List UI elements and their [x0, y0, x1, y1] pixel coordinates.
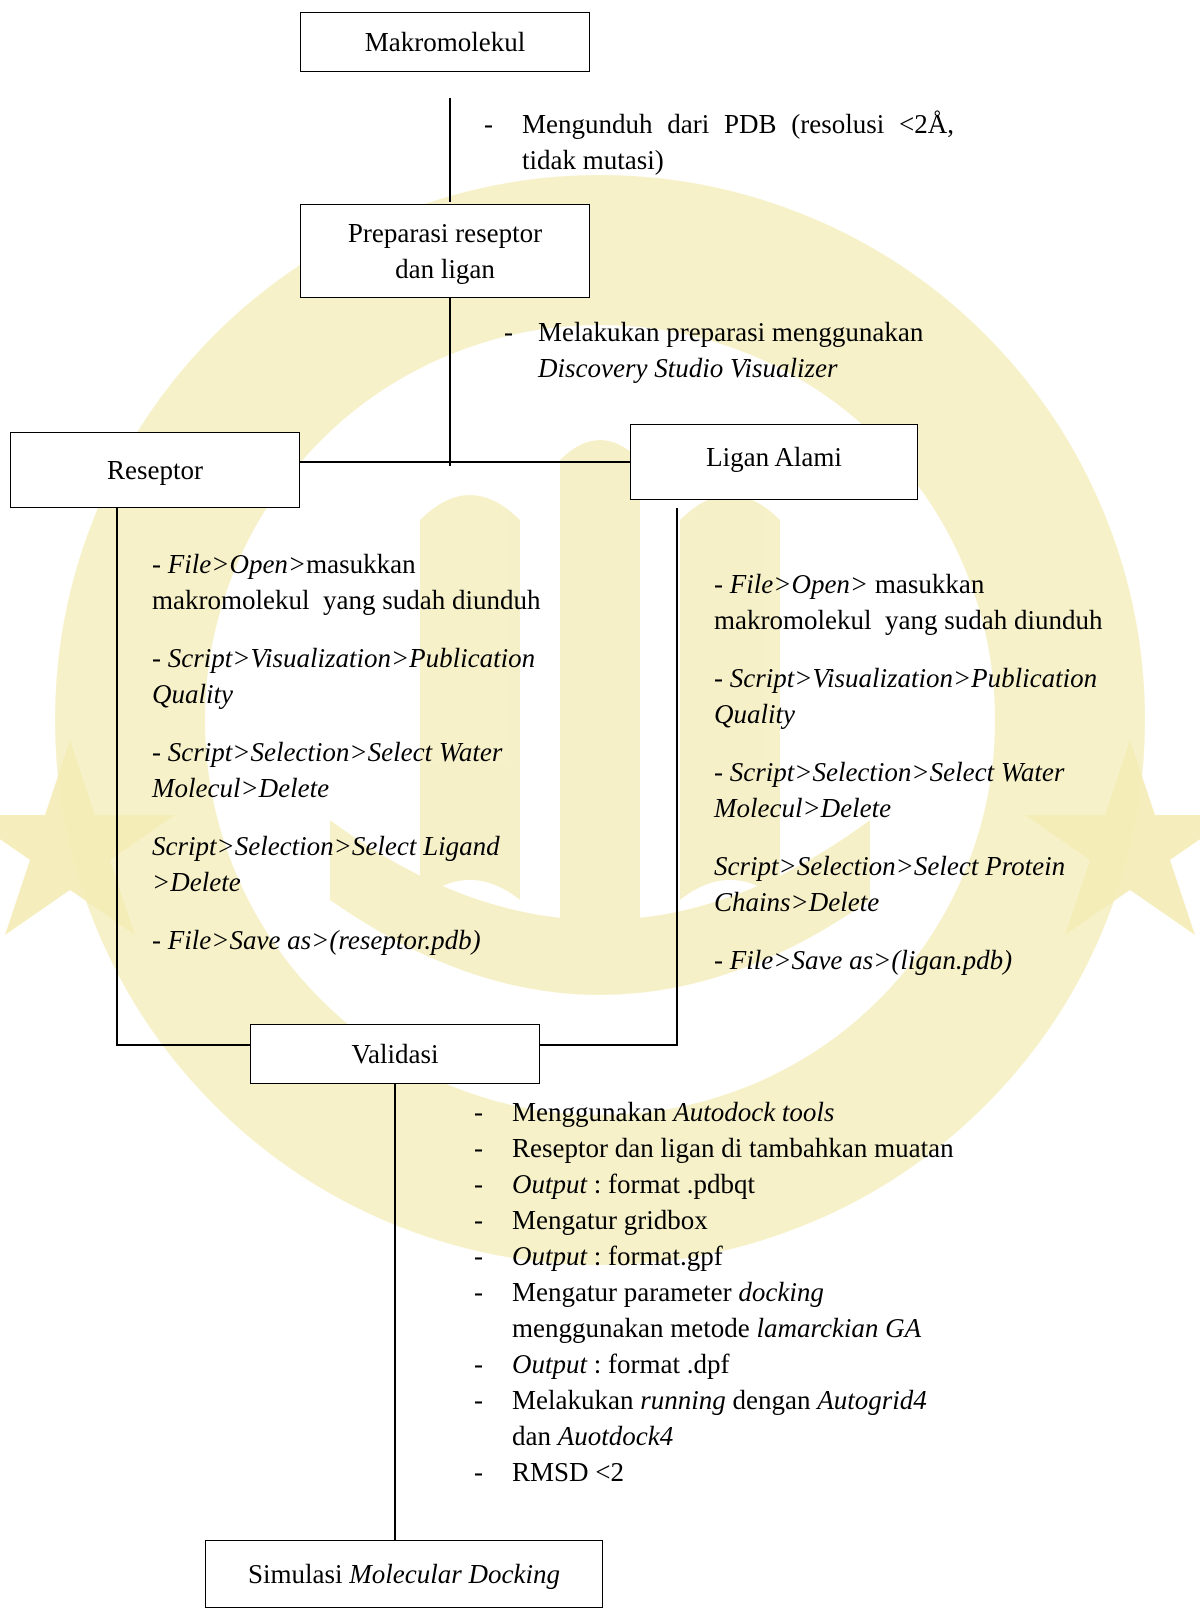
note-unduh-line1: Mengunduh dari PDB (resolusi <2Å,: [522, 109, 954, 139]
ligan-alami-box: Ligan Alami: [630, 424, 918, 500]
simulasi-label: Simulasi Molecular Docking: [248, 1559, 560, 1589]
preparasi-label-line1: Preparasi reseptor: [347, 218, 543, 248]
validasi-item-3: -Output : format .pdbqt: [474, 1169, 755, 1199]
validasi-box: Validasi: [250, 1024, 540, 1084]
connector-validasi-simulasi: [394, 1084, 396, 1540]
validasi-item-1: -Menggunakan Autodock tools: [474, 1097, 835, 1127]
reseptor-label: Reseptor: [107, 455, 203, 485]
validasi-list: -Menggunakan Autodock tools -Reseptor da…: [474, 1094, 954, 1490]
reseptor-step-4: Script>Selection>Select Ligand>Delete: [152, 831, 500, 897]
reseptor-step-5: - File>Save as>(reseptor.pdb): [152, 925, 481, 955]
note-preparasi: - Melakukan preparasi menggunakan Discov…: [504, 314, 1098, 386]
connector-preparasi-split: [449, 298, 451, 466]
connector-reseptor-validasi: [116, 1044, 250, 1046]
makromolekul-box: Makromolekul: [300, 12, 590, 72]
reseptor-box: Reseptor: [10, 432, 300, 508]
connector-reseptor-down: [116, 508, 118, 1046]
validasi-item-9: -RMSD <2: [474, 1457, 625, 1487]
connector-ligan-down: [676, 508, 678, 1046]
connector-ligan-validasi: [540, 1044, 678, 1046]
validasi-item-4: -Mengatur gridbox: [474, 1205, 708, 1235]
note-preparasi-line2: Discovery Studio Visualizer: [538, 353, 838, 383]
simulasi-box: Simulasi Molecular Docking: [205, 1540, 603, 1608]
ligan-alami-label: Ligan Alami: [706, 442, 842, 472]
validasi-item-7: -Output : format .dpf: [474, 1349, 730, 1379]
connector-reseptor-ligan: [300, 461, 632, 463]
ligan-step-5: - File>Save as>(ligan.pdb): [714, 945, 1013, 975]
preparasi-label-line2: dan ligan: [395, 254, 495, 284]
validasi-label: Validasi: [351, 1039, 439, 1069]
connector-makro-preparasi: [449, 98, 451, 202]
makromolekul-label: Makromolekul: [364, 27, 526, 57]
note-preparasi-line1: Melakukan preparasi menggunakan: [538, 317, 924, 347]
validasi-item-2: -Reseptor dan ligan di tambahkan muatan: [474, 1133, 954, 1163]
validasi-item-5: -Output : format.gpf: [474, 1241, 723, 1271]
note-unduh-line2: tidak mutasi): [522, 145, 664, 175]
note-unduh: - Mengunduh dari PDB (resolusi <2Å, tida…: [484, 106, 1042, 178]
preparasi-box: Preparasi reseptor dan ligan: [300, 204, 590, 298]
note-dash: -: [484, 109, 493, 139]
note-dash: -: [504, 317, 513, 347]
